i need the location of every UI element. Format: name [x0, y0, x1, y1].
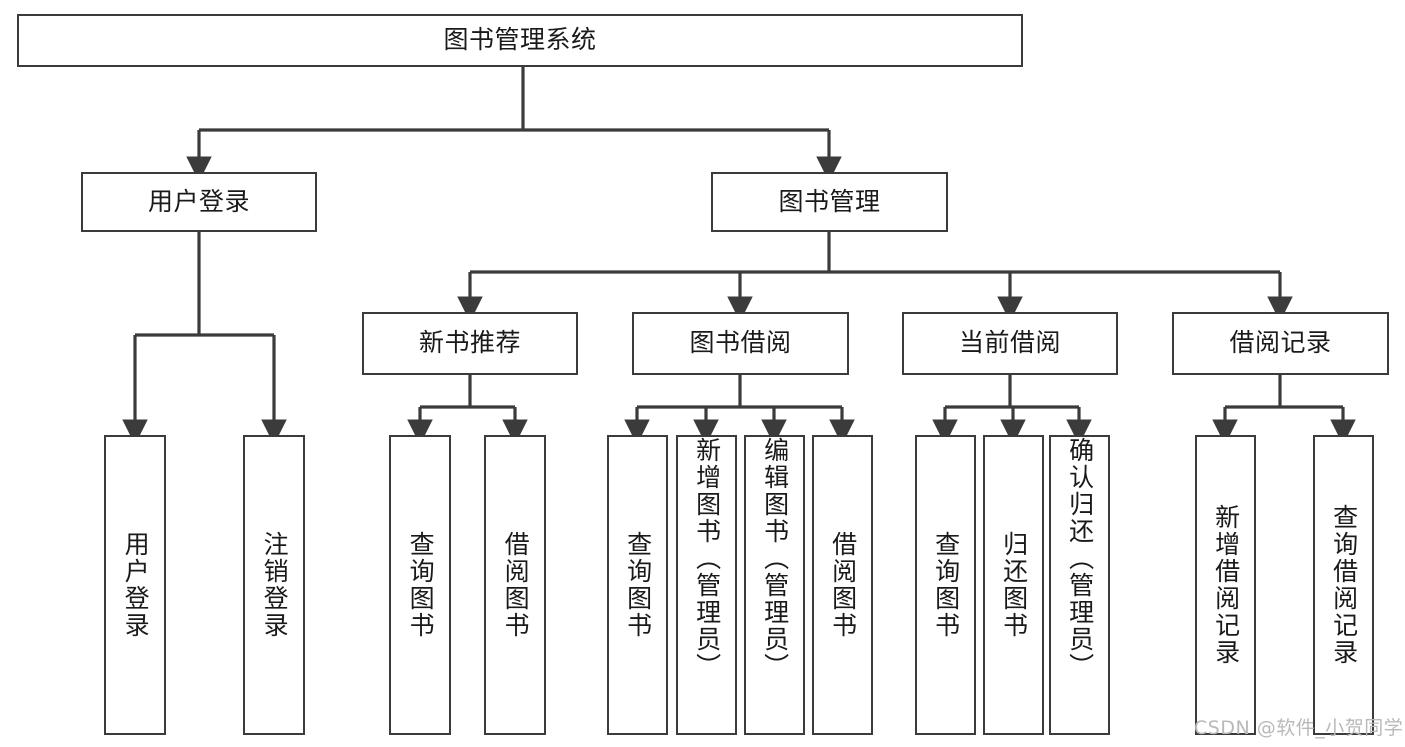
leaf-add-borrow-record-label: 新增借阅记录 [1211, 504, 1241, 666]
node-current-borrowing[interactable]: 当前借阅 [902, 312, 1118, 375]
leaf-borrow-books-borrowing[interactable]: 借阅图书 [812, 435, 873, 735]
leaf-edit-book-admin[interactable]: 编辑图书（管理员） [744, 435, 805, 735]
node-new-book-recommendation-label: 新书推荐 [418, 328, 521, 358]
node-borrow-records[interactable]: 借阅记录 [1172, 312, 1389, 375]
node-root-label: 图书管理系统 [443, 25, 597, 55]
leaf-user-login-label: 用户登录 [121, 531, 151, 639]
leaf-query-books-newbook-label: 查询图书 [406, 531, 436, 639]
leaf-borrow-books-borrowing-label: 借阅图书 [828, 531, 858, 639]
leaf-return-books-label: 归还图书 [999, 531, 1029, 639]
leaf-return-books[interactable]: 归还图书 [983, 435, 1044, 735]
leaf-add-book-admin[interactable]: 新增图书（管理员） [676, 435, 737, 735]
leaf-user-login[interactable]: 用户登录 [104, 435, 166, 735]
node-book-borrowing[interactable]: 图书借阅 [632, 312, 849, 375]
leaf-confirm-return-admin-label: 确认归还（管理员） [1065, 437, 1095, 680]
leaf-query-books-current[interactable]: 查询图书 [915, 435, 976, 735]
leaf-query-books-current-label: 查询图书 [931, 531, 961, 639]
edges-current-to-leaves [932, 375, 1092, 445]
node-book-management-label: 图书管理 [778, 186, 881, 216]
leaf-logout-label: 注销登录 [260, 531, 290, 639]
leaf-add-book-admin-label: 新增图书（管理员） [692, 437, 722, 680]
edges-userlogin-to-leaves [122, 232, 287, 445]
leaf-add-borrow-record[interactable]: 新增借阅记录 [1195, 435, 1256, 735]
edges-root-to-level2 [186, 67, 842, 182]
edges-borrow-to-leaves [624, 375, 855, 445]
node-user-login[interactable]: 用户登录 [81, 172, 317, 232]
node-current-borrowing-label: 当前借阅 [958, 328, 1061, 358]
leaf-logout[interactable]: 注销登录 [243, 435, 305, 735]
leaf-query-borrow-record[interactable]: 查询借阅记录 [1313, 435, 1374, 735]
node-borrow-records-label: 借阅记录 [1229, 328, 1332, 358]
leaf-borrow-books-newbook-label: 借阅图书 [501, 531, 531, 639]
node-book-management[interactable]: 图书管理 [711, 172, 948, 232]
leaf-query-books-borrowing-label: 查询图书 [623, 531, 653, 639]
leaf-query-books-newbook[interactable]: 查询图书 [389, 435, 451, 735]
node-book-borrowing-label: 图书借阅 [689, 328, 792, 358]
leaf-borrow-books-newbook[interactable]: 借阅图书 [484, 435, 546, 735]
node-root-book-management-system[interactable]: 图书管理系统 [17, 14, 1023, 67]
leaf-query-borrow-record-label: 查询借阅记录 [1329, 504, 1359, 666]
node-new-book-recommendation[interactable]: 新书推荐 [362, 312, 578, 375]
edges-newbook-to-leaves [407, 375, 528, 445]
leaf-query-books-borrowing[interactable]: 查询图书 [607, 435, 668, 735]
leaf-edit-book-admin-label: 编辑图书（管理员） [760, 437, 790, 680]
edges-records-to-leaves [1212, 375, 1356, 445]
node-user-login-label: 用户登录 [147, 186, 250, 216]
leaf-confirm-return-admin[interactable]: 确认归还（管理员） [1049, 435, 1110, 735]
watermark-text: CSDN @软件_小贺同学 [1194, 717, 1404, 739]
edges-booksmgmt-to-level3 [457, 232, 1293, 322]
